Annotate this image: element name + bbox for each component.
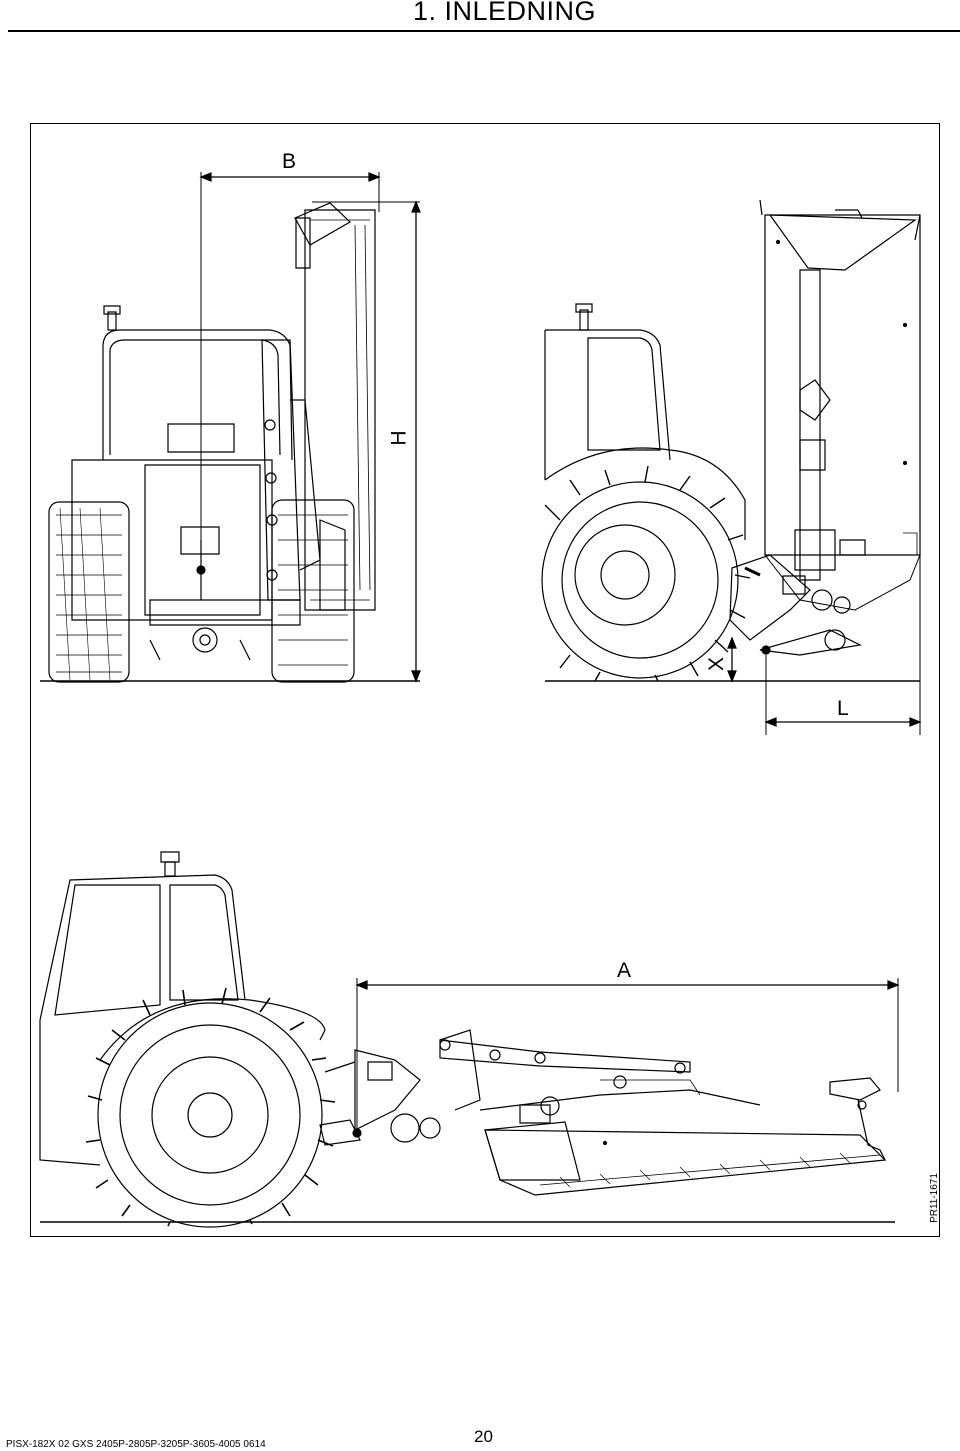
dimension-a [357,978,898,1135]
right-wheel [272,500,354,682]
dimension-h [312,202,420,681]
left-wheel [49,502,129,682]
figure-reference-code: PR11-1671 [928,1173,940,1223]
footer-model-code: PISX-182X 02 GXS 2405P-2805P-3205P-3605-… [6,1439,266,1450]
side-rear-wheel [542,466,750,681]
header-divider [8,30,960,32]
dimension-label-x: X [705,656,729,672]
dimension-x [728,638,736,681]
working-view-tractor [40,852,895,1227]
page-number: 20 [474,1427,493,1446]
dimension-l [766,555,920,735]
dimension-label-l: L [837,697,849,720]
rear-view-tractor [40,203,420,682]
side-view-tractor [542,200,920,681]
working-rear-wheel [86,988,335,1227]
dimension-b [201,172,379,540]
figure-frame [30,123,940,1237]
dimension-label-a: A [617,959,632,982]
dimension-label-b: B [282,150,297,173]
page-title: 1. INLEDNING [412,0,596,26]
dimension-label-h: H [387,430,411,446]
